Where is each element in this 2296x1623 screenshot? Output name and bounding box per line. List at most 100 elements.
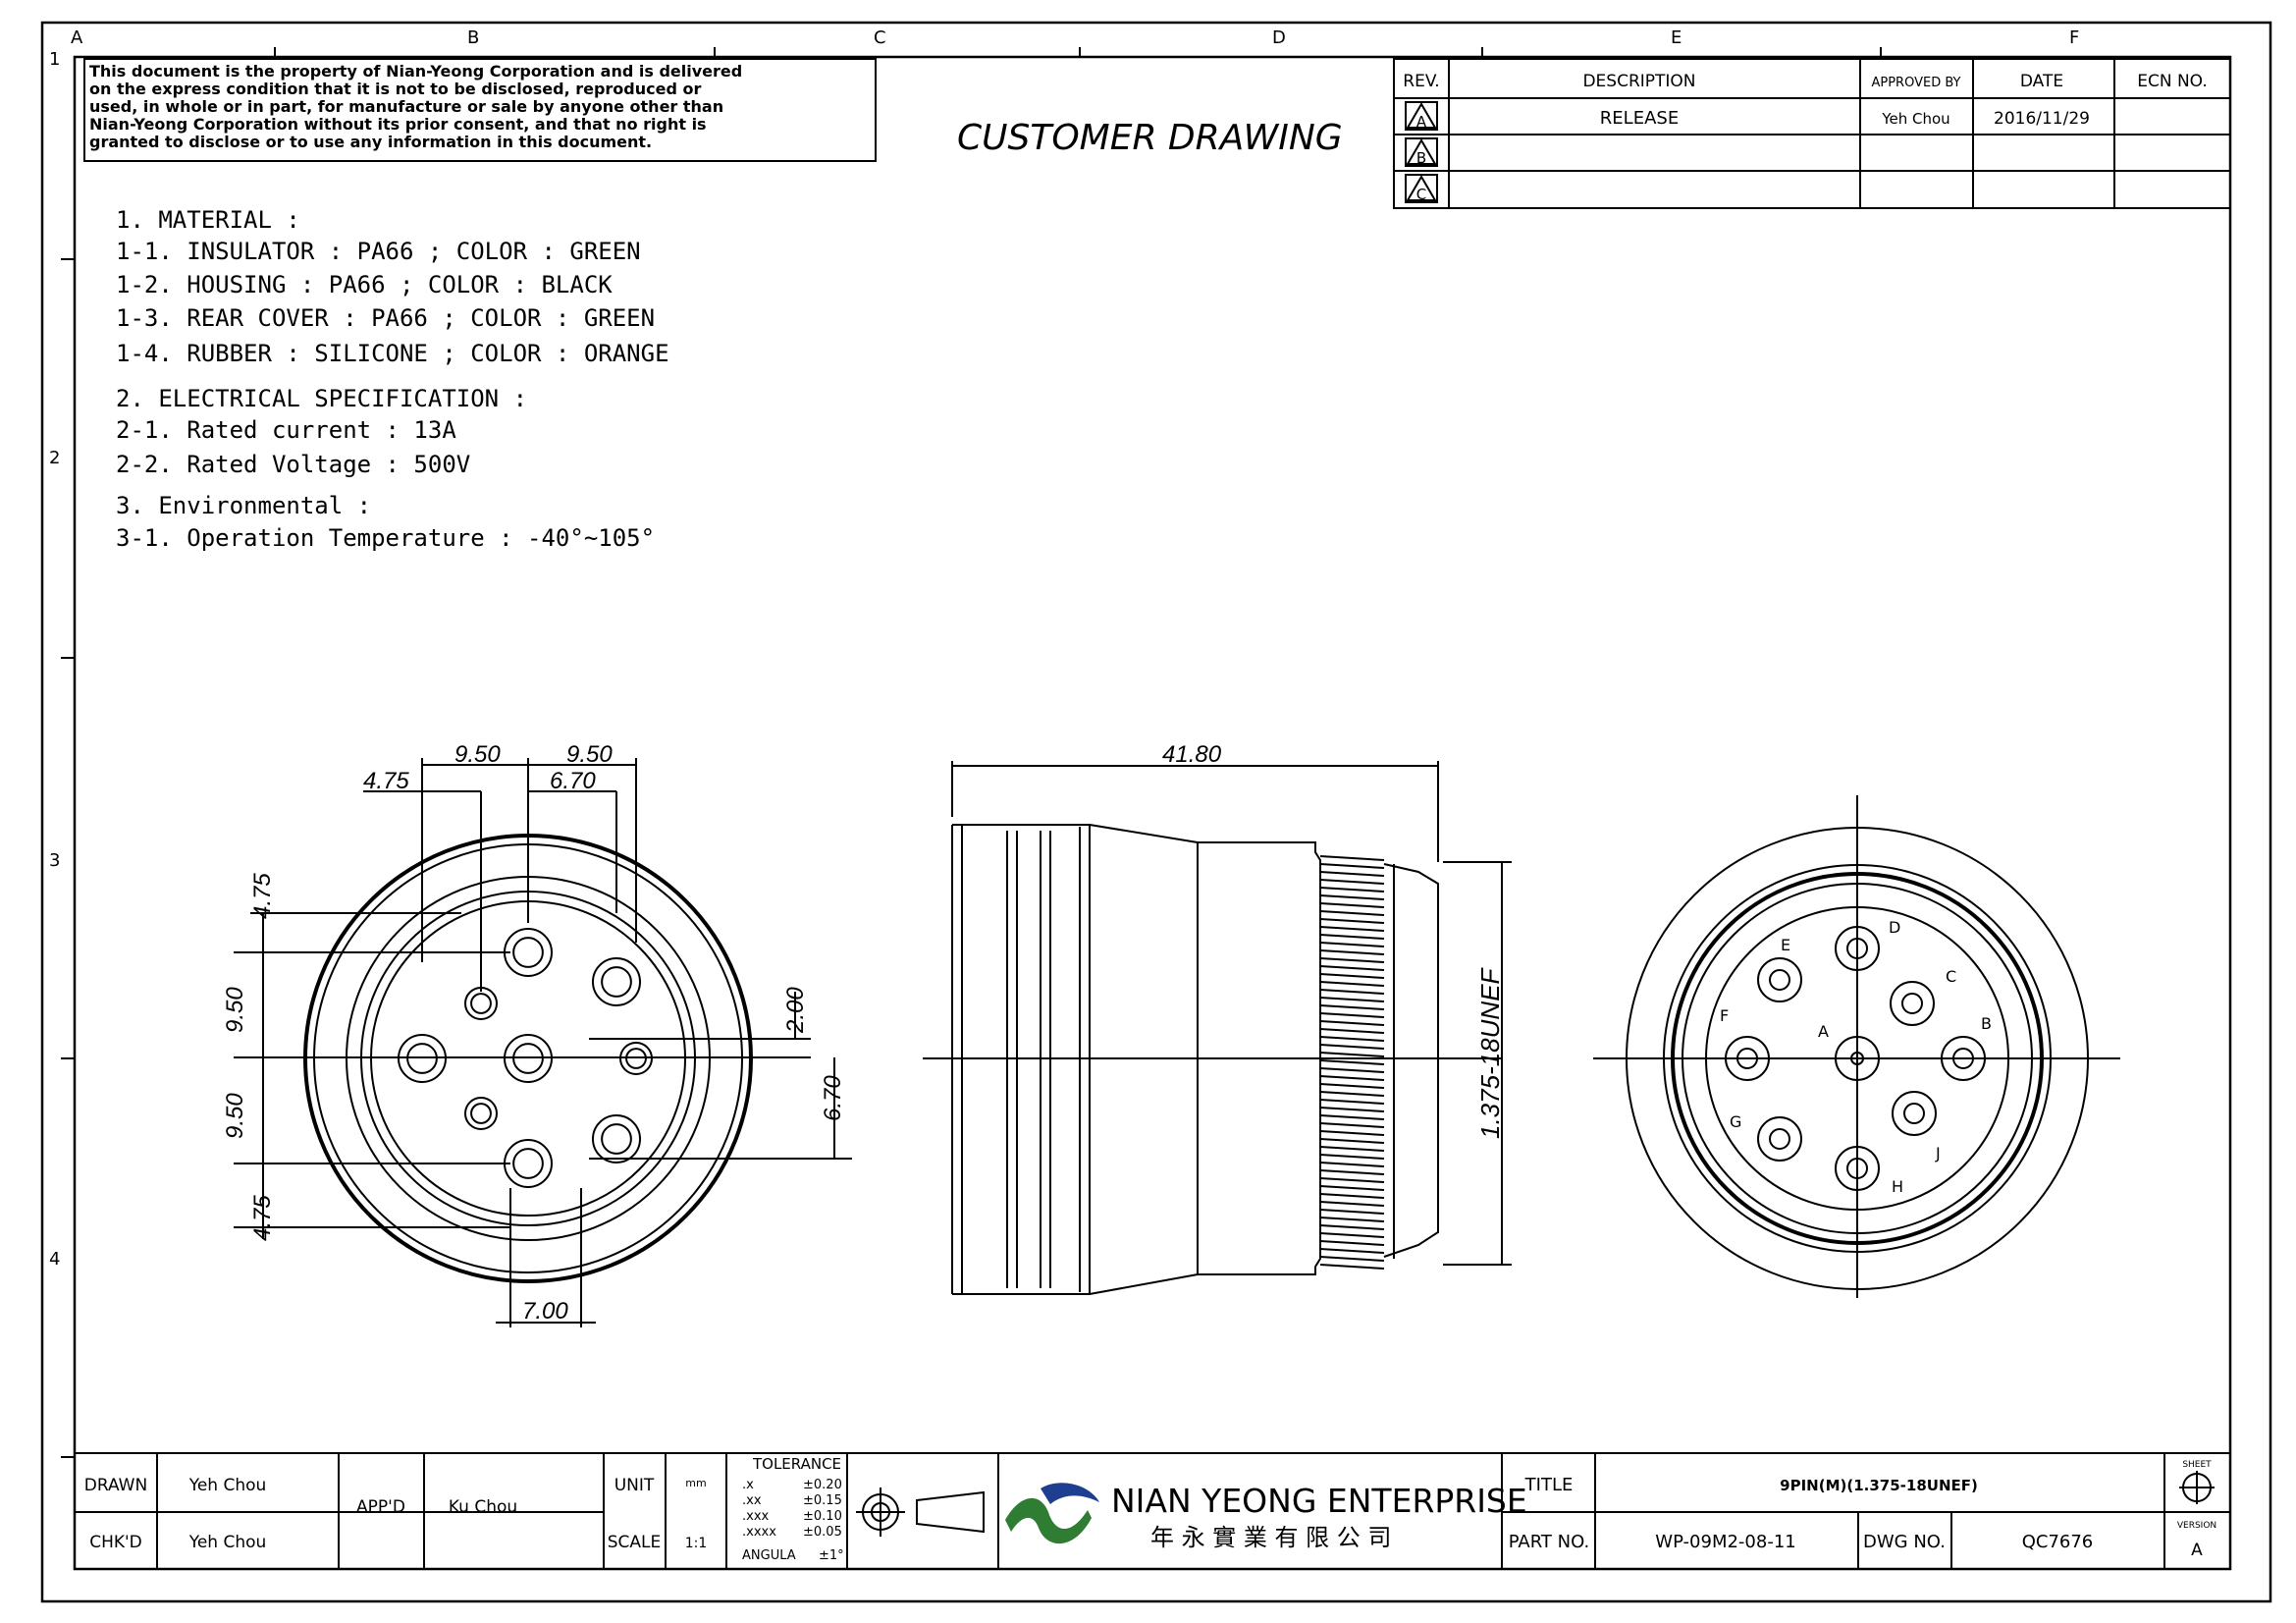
spec-line: 3-1. Operation Temperature : -40°~105°	[116, 524, 655, 552]
front-contact	[592, 957, 641, 1006]
rear-contact	[1835, 926, 1880, 971]
dim-label: 9.50	[222, 1093, 248, 1139]
front-contact-bore	[601, 1123, 632, 1155]
sheet-label: SHEET	[2182, 1460, 2212, 1470]
thread-line	[1319, 1075, 1385, 1081]
drawn-label: DRAWN	[84, 1476, 147, 1495]
front-contact	[464, 987, 498, 1020]
thread-line	[1319, 973, 1385, 979]
thread-line	[1319, 1193, 1385, 1199]
rear-contact	[1757, 957, 1802, 1002]
tolerance-key: .xx	[742, 1493, 762, 1508]
thread-line	[1319, 989, 1385, 995]
pin-letter: C	[1946, 967, 1956, 986]
dim-label: 9.50	[454, 741, 501, 768]
rear-contact	[1757, 1116, 1802, 1162]
dim-label: 4.75	[249, 873, 276, 919]
pin-letter: D	[1889, 918, 1900, 937]
rear-contact	[1892, 1091, 1937, 1136]
date-header: DATE	[2020, 72, 2063, 91]
notice-line: Nian-Yeong Corporation without its prior…	[89, 115, 707, 134]
inner-border	[73, 55, 2232, 1571]
zone-label-top: F	[2069, 27, 2079, 48]
thread-line	[1319, 1201, 1385, 1207]
tolerance-value: ±1°	[819, 1548, 844, 1563]
part-number: WP-09M2-08-11	[1655, 1532, 1795, 1552]
checked-label: CHK'D	[89, 1533, 142, 1552]
checked-by: Yeh Chou	[188, 1533, 267, 1552]
sheet-crosshair-icon	[2179, 1471, 2215, 1504]
thread-line	[1319, 1138, 1385, 1144]
thread-line	[1319, 965, 1385, 971]
spec-line: 1. MATERIAL :	[116, 206, 300, 234]
thread-line	[1319, 1059, 1385, 1065]
company-logo-icon	[1005, 1483, 1099, 1544]
pin-letter: G	[1730, 1112, 1741, 1131]
rev-date: 2016/11/29	[1994, 109, 2090, 129]
front-contact	[592, 1114, 641, 1163]
rear-contact-pin	[1952, 1048, 1974, 1069]
drawing-title: CUSTOMER DRAWING	[957, 118, 1343, 158]
rear-contact-pin	[1846, 1158, 1868, 1179]
dim-label: 2.00	[782, 987, 809, 1034]
zone-label-top: D	[1272, 27, 1286, 48]
thread-line	[1319, 1130, 1385, 1136]
dim-label: 4.75	[363, 768, 409, 794]
thread-line	[1319, 1154, 1385, 1160]
dim-label: 6.70	[820, 1075, 846, 1121]
thread-line	[1319, 887, 1385, 893]
part-title: 9PIN(M)(1.375-18UNEF)	[1780, 1477, 1978, 1494]
thread-line	[1319, 918, 1385, 924]
drawing-number-label: DWG NO.	[1863, 1532, 1946, 1552]
thread-line	[1319, 1099, 1385, 1105]
thread-line	[1319, 1067, 1385, 1073]
thread-line	[1319, 871, 1385, 877]
unit-label: UNIT	[614, 1476, 655, 1495]
spec-line: 3. Environmental :	[116, 492, 371, 519]
tolerance-key: .xxxx	[742, 1525, 776, 1540]
thread-line	[1319, 1264, 1385, 1270]
spec-line: 1-2. HOUSING : PA66 ; COLOR : BLACK	[116, 271, 613, 298]
dim-label: 7.00	[522, 1298, 568, 1325]
spec-line: 2-2. Rated Voltage : 500V	[116, 451, 470, 478]
dim-label: 4.75	[249, 1195, 276, 1241]
company-name-en: NIAN YEONG ENTERPRISE	[1111, 1482, 1527, 1520]
approved-by: Ku Chou	[449, 1497, 517, 1517]
zone-label-left: 3	[49, 850, 60, 871]
thread-line	[1319, 1217, 1385, 1222]
thread-line	[1319, 981, 1385, 987]
rear-contact	[1725, 1036, 1770, 1081]
tolerance-key: ANGULA	[742, 1548, 796, 1563]
thread-line	[1319, 1256, 1385, 1262]
tolerance-value: ±0.05	[803, 1525, 842, 1540]
spec-line: 1-1. INSULATOR : PA66 ; COLOR : GREEN	[116, 238, 641, 265]
title-block	[75, 1452, 2230, 1569]
thread-line	[1319, 1107, 1385, 1112]
zone-label-top: B	[467, 27, 479, 48]
tolerance-key: .xxx	[742, 1509, 770, 1524]
rear-contact-pin	[1769, 969, 1790, 991]
spec-line: 2. ELECTRICAL SPECIFICATION :	[116, 385, 527, 412]
front-view	[234, 758, 852, 1327]
version-label: VERSION	[2177, 1521, 2216, 1531]
thread-line	[1319, 910, 1385, 916]
rear-pin-letters: A B C D E F G H J	[1720, 918, 1992, 1196]
dim-label: 41.80	[1162, 741, 1222, 768]
thread-line	[1319, 949, 1385, 955]
front-contact-bore	[601, 966, 632, 998]
tolerance-key: .x	[742, 1478, 754, 1492]
thread-line	[1319, 1169, 1385, 1175]
rear-contact-pin	[1901, 993, 1923, 1014]
spec-line: 1-3. REAR COVER : PA66 ; COLOR : GREEN	[116, 304, 655, 332]
thread-line	[1319, 1091, 1385, 1097]
tolerance-value: ±0.20	[803, 1478, 842, 1492]
thread-line	[1319, 879, 1385, 885]
title-label: TITLE	[1524, 1475, 1574, 1495]
spec-line: 1-4. RUBBER : SILICONE ; COLOR : ORANGE	[116, 340, 669, 367]
ecn-header: ECN NO.	[2137, 72, 2208, 91]
pin-letter: A	[1818, 1022, 1829, 1041]
thread-line	[1319, 863, 1385, 869]
thread-line	[1319, 1177, 1385, 1183]
confidentiality-notice-box	[83, 58, 877, 162]
